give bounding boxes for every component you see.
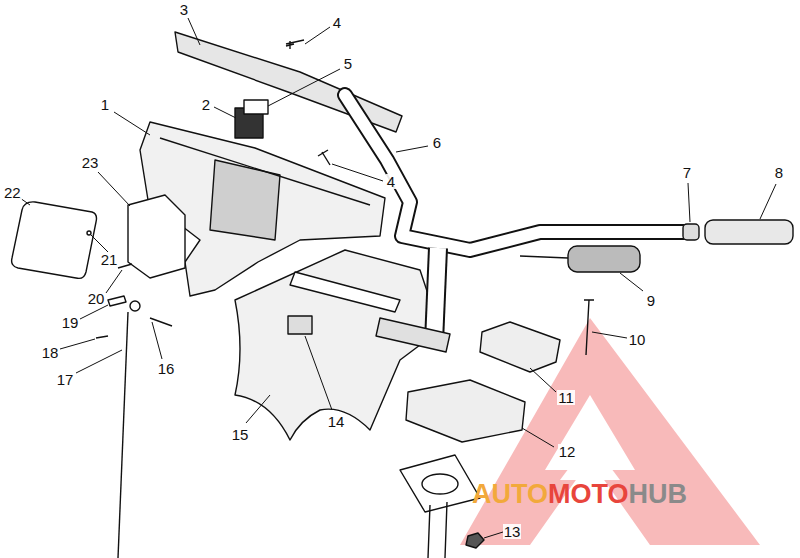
callout-number: 20 (87, 291, 106, 306)
callout-number: 23 (81, 155, 100, 170)
callout-number: 11 (557, 390, 575, 405)
callout-number: 22 (3, 185, 22, 200)
callout-number: 21 (100, 252, 119, 267)
callout-number: 19 (61, 315, 80, 330)
callout-number: 4 (332, 15, 342, 30)
callout-number: 13 (503, 524, 522, 539)
callout-number: 17 (56, 372, 75, 387)
callout-number: 7 (682, 165, 692, 180)
watermark-text: MOTO (548, 481, 629, 508)
callout-number: 2 (201, 97, 211, 112)
callout-number: 4 (386, 174, 396, 189)
callout-number: 15 (231, 427, 250, 442)
callout-number: 16 (157, 361, 176, 376)
callout-number: 10 (628, 332, 647, 347)
callout-number: 12 (558, 444, 577, 459)
callout-number: 5 (343, 56, 353, 71)
callout-number: 1 (100, 97, 110, 112)
watermark-text: AUTO (472, 481, 548, 508)
callout-number: 18 (41, 345, 60, 360)
callout-number: 3 (179, 2, 189, 17)
callout-number: 8 (774, 165, 784, 180)
leader-lines (20, 18, 776, 538)
callout-number: 6 (432, 135, 442, 150)
watermark-text: HUB (629, 481, 688, 508)
callout-number: 14 (327, 414, 346, 429)
callout-number: 9 (646, 293, 656, 308)
